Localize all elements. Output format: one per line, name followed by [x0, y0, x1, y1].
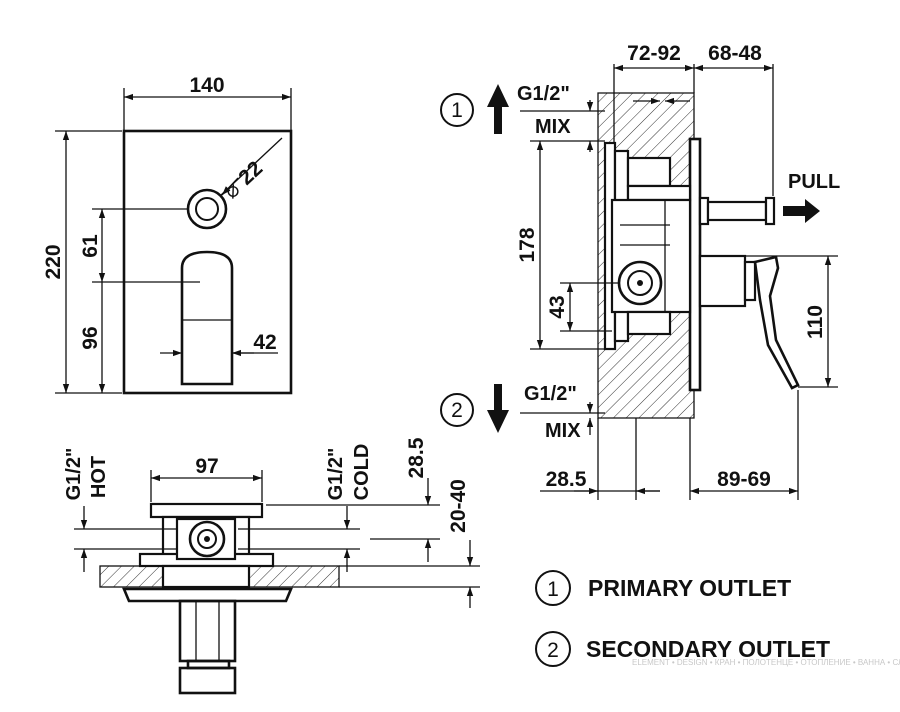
outlet-1-label: MIX: [535, 116, 571, 138]
depth-range-2-dim: 68-48: [708, 42, 762, 65]
lever-height-dim: 110: [804, 305, 827, 339]
lever-width-dim: 42: [253, 331, 276, 354]
legend-number-1: 1: [547, 578, 559, 601]
legend-label-secondary: SECONDARY OUTLET: [586, 636, 830, 662]
wall-depth-dim: 20-40: [447, 479, 470, 533]
legend-item-secondary: 2 SECONDARY OUTLET: [535, 631, 830, 667]
outlet-2-badge: [440, 393, 474, 427]
pull-label: PULL: [788, 171, 840, 193]
pull-arrow-icon: [783, 199, 820, 223]
legend-item-primary: 1 PRIMARY OUTLET: [535, 570, 791, 606]
hot-label: HOT: [88, 456, 110, 498]
side-lever: [753, 255, 800, 390]
center-offset-dim: 43: [546, 295, 569, 318]
cold-label: COLD: [351, 444, 373, 501]
outlet-1-badge: [440, 93, 474, 127]
bottom-cartridge: [188, 520, 226, 558]
outlet-spacing-dim: 178: [516, 227, 539, 262]
down-arrow-icon: [487, 384, 509, 433]
front-view: 140 220 61 96 ⌀ 22 42: [42, 74, 293, 395]
outlet-1-size: G1/2": [517, 83, 570, 105]
diverter-knob-inner: [195, 197, 219, 221]
lever-offset-dim: 96: [79, 326, 102, 349]
hot-size-label: G1/2": [63, 448, 85, 501]
outlet-2-label: MIX: [545, 420, 581, 442]
legend-label-primary: PRIMARY OUTLET: [588, 575, 791, 601]
legend: 1 PRIMARY OUTLET 2 SECONDARY OUTLET ELEM…: [535, 570, 900, 667]
watermark: ELEMENT • DESIGN • КРАН • ПОЛОТЕНЦЕ • ОТ…: [632, 658, 900, 667]
depth-range-1-dim: 72-92: [627, 42, 681, 65]
legend-number-2: 2: [547, 639, 559, 662]
cold-size-label: G1/2": [325, 448, 347, 501]
rear-offset-dim: 28.5: [546, 468, 587, 491]
outlet-2-number: 2: [451, 399, 463, 422]
bottom-width-dim: 97: [195, 455, 218, 478]
knob-offset-dim: 61: [79, 234, 102, 258]
projection-dim: 89-69: [717, 468, 771, 491]
inlet-offset-dim: 28.5: [405, 437, 428, 478]
knob-diameter-dim: 22: [234, 157, 267, 190]
front-height-dim: 220: [42, 244, 65, 279]
side-view: 72-92 68-48 1 G1/2" MIX 178 43 2 G1/2" M…: [440, 42, 840, 500]
outlet-2-size: G1/2": [524, 383, 577, 405]
lever-handle: [180, 250, 234, 386]
up-arrow-icon: [487, 84, 509, 134]
cover-plate: [122, 129, 293, 395]
front-width-dim: 140: [189, 74, 224, 97]
outlet-1-number: 1: [451, 99, 463, 122]
bottom-view: 97 G1/2" HOT G1/2" COLD 28.5 20-40: [63, 437, 480, 695]
